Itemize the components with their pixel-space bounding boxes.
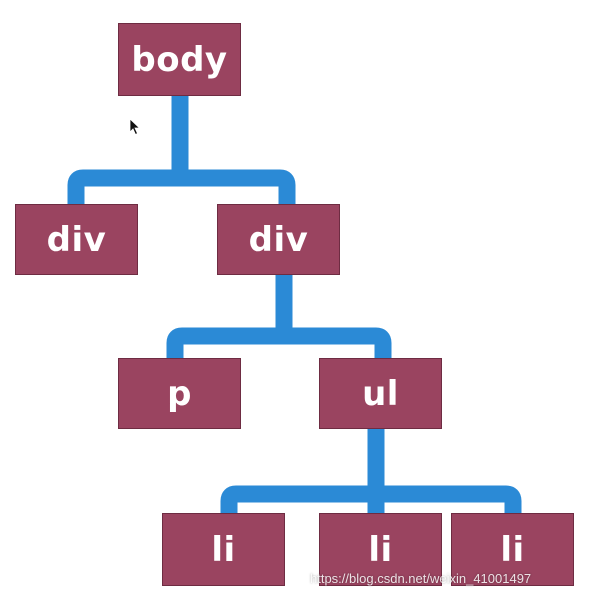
mouse-pointer-icon bbox=[129, 118, 141, 136]
connector-ul-li3 bbox=[376, 485, 522, 513]
watermark-text: https://blog.csdn.net/weixin_41001497 bbox=[310, 571, 532, 586]
node-body-label: body bbox=[131, 39, 228, 80]
connector-div-p bbox=[166, 275, 293, 358]
connector-body-div-right bbox=[180, 169, 296, 204]
connector-ul-li1 bbox=[220, 429, 385, 513]
node-li-2-label: li bbox=[368, 529, 393, 570]
node-body: body bbox=[118, 23, 241, 96]
connector-div-ul bbox=[284, 327, 392, 358]
node-li-1: li bbox=[162, 513, 285, 586]
node-div-right: div bbox=[217, 204, 340, 275]
node-li-3: li bbox=[451, 513, 574, 586]
node-ul-label: ul bbox=[362, 373, 399, 414]
connector-body-div-left bbox=[67, 96, 189, 204]
node-p-label: p bbox=[167, 373, 192, 414]
node-li-1-label: li bbox=[211, 529, 236, 570]
node-div-left: div bbox=[15, 204, 138, 275]
node-ul: ul bbox=[319, 358, 442, 429]
node-div-left-label: div bbox=[46, 219, 107, 260]
node-li-3-label: li bbox=[500, 529, 525, 570]
node-div-right-label: div bbox=[248, 219, 309, 260]
node-p: p bbox=[118, 358, 241, 429]
node-li-2: li bbox=[319, 513, 442, 586]
